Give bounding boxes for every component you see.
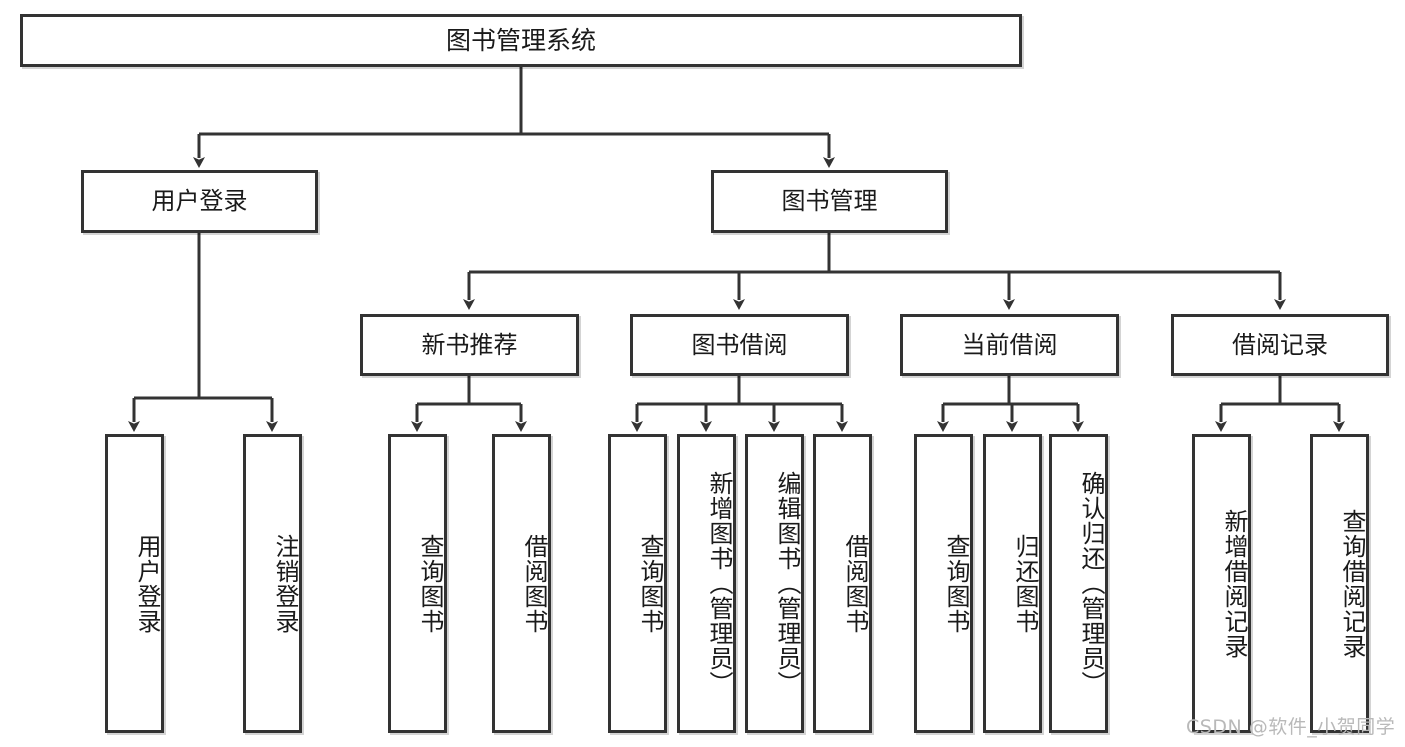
csdn-watermark: CSDN @软件_小贺同学 bbox=[1186, 716, 1396, 738]
leaf-borrow-book-2[interactable]: 借阅图书 bbox=[813, 434, 872, 733]
leaf-user-login[interactable]: 用户登录 bbox=[105, 434, 164, 733]
leaf-query-book-3[interactable]: 查询图书 bbox=[914, 434, 973, 733]
node-borrow-record[interactable]: 借阅记录 bbox=[1171, 314, 1389, 376]
node-root-system[interactable]: 图书管理系统 bbox=[20, 14, 1022, 67]
node-book-borrow[interactable]: 图书借阅 bbox=[630, 314, 849, 376]
leaf-add-book[interactable]: 新增图书（管理员） bbox=[677, 434, 736, 733]
leaf-query-book-2[interactable]: 查询图书 bbox=[608, 434, 667, 733]
leaf-borrow-book-1[interactable]: 借阅图书 bbox=[492, 434, 551, 733]
node-book-manage[interactable]: 图书管理 bbox=[711, 170, 948, 233]
leaf-return-book[interactable]: 归还图书 bbox=[983, 434, 1042, 733]
leaf-edit-book[interactable]: 编辑图书（管理员） bbox=[745, 434, 804, 733]
node-new-book-recommend[interactable]: 新书推荐 bbox=[360, 314, 579, 376]
leaf-query-book-1[interactable]: 查询图书 bbox=[388, 434, 447, 733]
leaf-query-record[interactable]: 查询借阅记录 bbox=[1310, 434, 1369, 733]
leaf-logout-login[interactable]: 注销登录 bbox=[243, 434, 302, 733]
node-current-borrow[interactable]: 当前借阅 bbox=[900, 314, 1119, 376]
leaf-add-record[interactable]: 新增借阅记录 bbox=[1192, 434, 1251, 733]
node-user-login[interactable]: 用户登录 bbox=[81, 170, 318, 233]
leaf-confirm-return[interactable]: 确认归还（管理员） bbox=[1049, 434, 1108, 733]
